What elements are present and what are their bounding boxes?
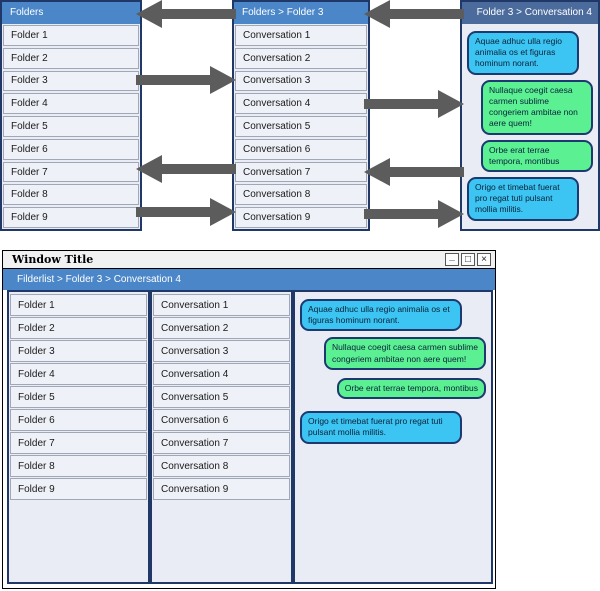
minimize-icon[interactable]: _ bbox=[445, 253, 459, 266]
conversations-list: Conversation 1 Conversation 2 Conversati… bbox=[152, 292, 291, 500]
folder-item[interactable]: Folder 4 bbox=[10, 363, 147, 385]
folder-item[interactable]: Folder 1 bbox=[10, 294, 147, 316]
folder-item[interactable]: Folder 8 bbox=[10, 455, 147, 477]
conversation-item: Conversation 6 bbox=[235, 138, 367, 160]
chat-bubble: Origo et timebat fuerat pro regat tuti p… bbox=[300, 411, 462, 444]
conversation-item[interactable]: Conversation 4 bbox=[153, 363, 290, 385]
conversation-item: Conversation 3 bbox=[235, 70, 367, 92]
conversations-pane: Conversation 1 Conversation 2 Conversati… bbox=[150, 290, 293, 584]
mock-conversations-panel: Folders > Folder 3 Conversation 1 Conver… bbox=[232, 0, 370, 231]
message-row: Aquae adhuc ulla regio animalia os et fi… bbox=[300, 299, 486, 332]
chat-bubble: Orbe erat terrae tempora, montibus bbox=[336, 377, 486, 400]
chat-bubble: Orbe erat terrae tempora, montibus bbox=[481, 139, 593, 172]
conversation-item: Conversation 9 bbox=[235, 207, 367, 229]
conversation-item[interactable]: Conversation 7 bbox=[153, 432, 290, 454]
chat-bubble: Nullaque coegit caesa carmen sublime con… bbox=[324, 337, 486, 370]
chat-bubble: Nullaque coegit caesa carmen sublime con… bbox=[481, 79, 593, 135]
window-controls: _ □ × bbox=[445, 253, 491, 266]
folder-item: Folder 1 bbox=[3, 25, 139, 46]
window-titlebar[interactable]: Window Title _ □ × bbox=[3, 251, 495, 269]
mock-folders-panel: Folders Folder 1 Folder 2 Folder 3 Folde… bbox=[0, 0, 142, 231]
arrow-right-icon bbox=[136, 66, 236, 94]
conversation-item: Conversation 2 bbox=[235, 47, 367, 69]
chat-messages: Aquae adhuc ulla regio animalia os et fi… bbox=[462, 24, 598, 233]
window-content: Folder 1 Folder 2 Folder 3 Folder 4 Fold… bbox=[3, 290, 495, 587]
conversation-item[interactable]: Conversation 3 bbox=[153, 340, 290, 362]
conversation-item[interactable]: Conversation 2 bbox=[153, 317, 290, 339]
conversation-item: Conversation 4 bbox=[235, 93, 367, 115]
maximize-icon[interactable]: □ bbox=[461, 253, 475, 266]
arrow-right-icon bbox=[364, 200, 464, 228]
message-row: Orbe erat terrae tempora, montibus bbox=[300, 377, 486, 400]
message-row: Origo et timebat fuerat pro regat tuti p… bbox=[300, 411, 486, 444]
close-icon[interactable]: × bbox=[477, 253, 491, 266]
chat-bubble: Origo et timebat fuerat pro regat tuti p… bbox=[467, 176, 579, 221]
folder-item: Folder 3 bbox=[3, 70, 139, 92]
conversation-item: Conversation 8 bbox=[235, 184, 367, 206]
folders-panel-header: Folders bbox=[2, 2, 140, 24]
app-window: Window Title _ □ × Filderlist > Folder 3… bbox=[2, 250, 496, 589]
mock-chat-panel: Folder 3 > Conversation 4 Aquae adhuc ul… bbox=[460, 0, 600, 231]
folder-item[interactable]: Folder 9 bbox=[10, 478, 147, 500]
folder-item: Folder 4 bbox=[3, 93, 139, 115]
message-row: Aquae adhuc ulla regio animalia os et fi… bbox=[467, 31, 593, 75]
folder-item: Folder 2 bbox=[3, 47, 139, 69]
arrow-right-icon bbox=[136, 198, 236, 226]
arrow-left-icon bbox=[364, 158, 464, 186]
arrow-right-icon bbox=[364, 90, 464, 118]
folder-item[interactable]: Folder 3 bbox=[10, 340, 147, 362]
folder-item: Folder 5 bbox=[3, 116, 139, 137]
arrow-left-icon bbox=[364, 0, 464, 28]
conversation-item[interactable]: Conversation 6 bbox=[153, 409, 290, 431]
arrow-left-icon bbox=[136, 155, 236, 183]
folder-item[interactable]: Folder 7 bbox=[10, 432, 147, 454]
conversation-item: Conversation 5 bbox=[235, 116, 367, 137]
conversations-panel-header: Folders > Folder 3 bbox=[234, 2, 368, 24]
arrow-left-icon bbox=[136, 0, 236, 28]
window-title: Window Title bbox=[12, 253, 94, 266]
folder-item: Folder 6 bbox=[3, 138, 139, 160]
conversation-item[interactable]: Conversation 1 bbox=[153, 294, 290, 316]
folder-item: Folder 7 bbox=[3, 161, 139, 183]
conversation-item[interactable]: Conversation 5 bbox=[153, 386, 290, 408]
conversations-list: Conversation 1 Conversation 2 Conversati… bbox=[234, 24, 368, 229]
folders-list: Folder 1 Folder 2 Folder 3 Folder 4 Fold… bbox=[9, 292, 148, 500]
chat-bubble: Aquae adhuc ulla regio animalia os et fi… bbox=[467, 31, 579, 75]
conversation-item: Conversation 1 bbox=[235, 25, 367, 46]
message-row: Orbe erat terrae tempora, montibus bbox=[467, 139, 593, 172]
chat-bubble: Aquae adhuc ulla regio animalia os et fi… bbox=[300, 299, 462, 332]
folder-item: Folder 8 bbox=[3, 184, 139, 206]
folder-item[interactable]: Folder 2 bbox=[10, 317, 147, 339]
conversation-item[interactable]: Conversation 8 bbox=[153, 455, 290, 477]
folder-item[interactable]: Folder 5 bbox=[10, 386, 147, 408]
folders-list: Folder 1 Folder 2 Folder 3 Folder 4 Fold… bbox=[2, 24, 140, 229]
message-row: Origo et timebat fuerat pro regat tuti p… bbox=[467, 176, 593, 221]
message-row: Nullaque coegit caesa carmen sublime con… bbox=[300, 337, 486, 370]
folder-item: Folder 9 bbox=[3, 207, 139, 229]
conversation-item[interactable]: Conversation 9 bbox=[153, 478, 290, 500]
conversation-item: Conversation 7 bbox=[235, 161, 367, 183]
chat-pane: Aquae adhuc ulla regio animalia os et fi… bbox=[293, 290, 493, 584]
chat-panel-header: Folder 3 > Conversation 4 bbox=[462, 2, 598, 24]
folder-item[interactable]: Folder 6 bbox=[10, 409, 147, 431]
folders-pane: Folder 1 Folder 2 Folder 3 Folder 4 Fold… bbox=[7, 290, 150, 584]
breadcrumb: Filderlist > Folder 3 > Conversation 4 bbox=[3, 269, 495, 290]
message-row: Nullaque coegit caesa carmen sublime con… bbox=[467, 79, 593, 135]
